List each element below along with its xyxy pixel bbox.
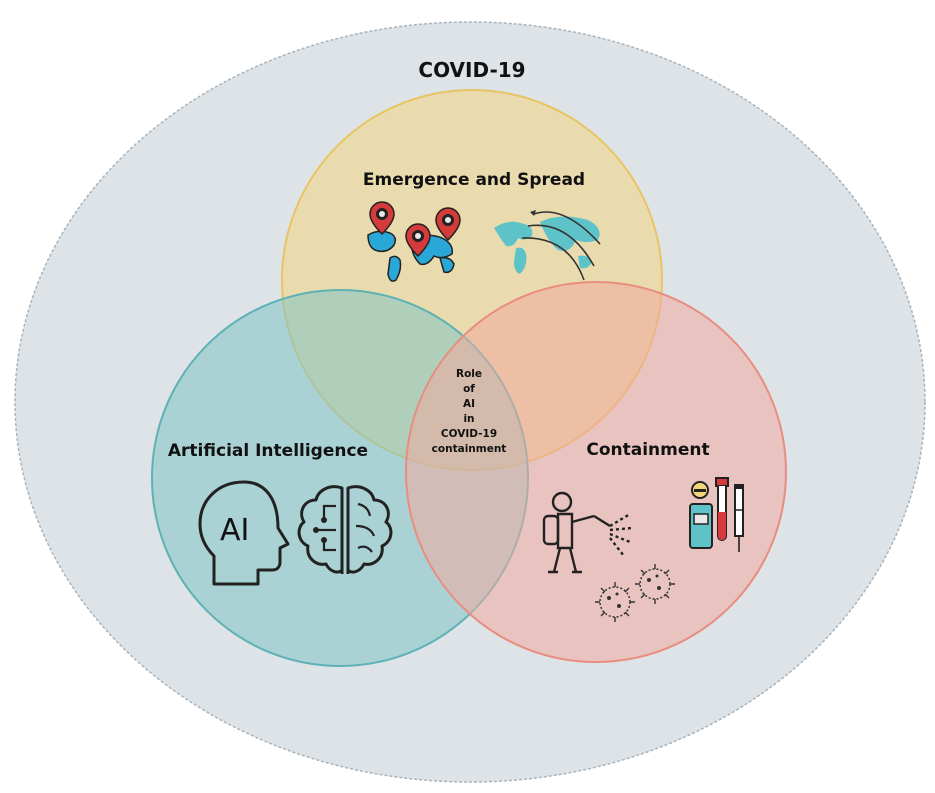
circuit-brain-icon bbox=[297, 485, 393, 574]
center-line-5: COVID-19 bbox=[441, 428, 497, 440]
map-pin-virus-icon bbox=[367, 201, 461, 282]
ai-head-text: AI bbox=[220, 513, 249, 548]
center-line-6: containment bbox=[432, 443, 507, 455]
emergence-title: Emergence and Spread bbox=[363, 170, 585, 190]
center-line-1: Role bbox=[456, 368, 482, 380]
containment-circle bbox=[405, 281, 787, 663]
containment-title: Containment bbox=[586, 440, 709, 460]
center-line-4: in bbox=[463, 413, 474, 425]
center-line-2: of bbox=[463, 383, 475, 395]
center-line-3: AI bbox=[463, 398, 475, 410]
virus-icon bbox=[595, 564, 675, 622]
covid-title: COVID-19 bbox=[418, 58, 525, 82]
world-spread-map-icon bbox=[494, 210, 601, 281]
disinfection-worker-icon bbox=[542, 491, 633, 574]
venn-circles bbox=[151, 89, 787, 667]
ai-title: Artificial Intelligence bbox=[168, 441, 368, 461]
vaccine-test-tube-icon bbox=[689, 477, 744, 552]
center-label: Role of AI in COVID-19 containment bbox=[432, 368, 507, 455]
ai-head-icon: AI bbox=[198, 480, 290, 586]
